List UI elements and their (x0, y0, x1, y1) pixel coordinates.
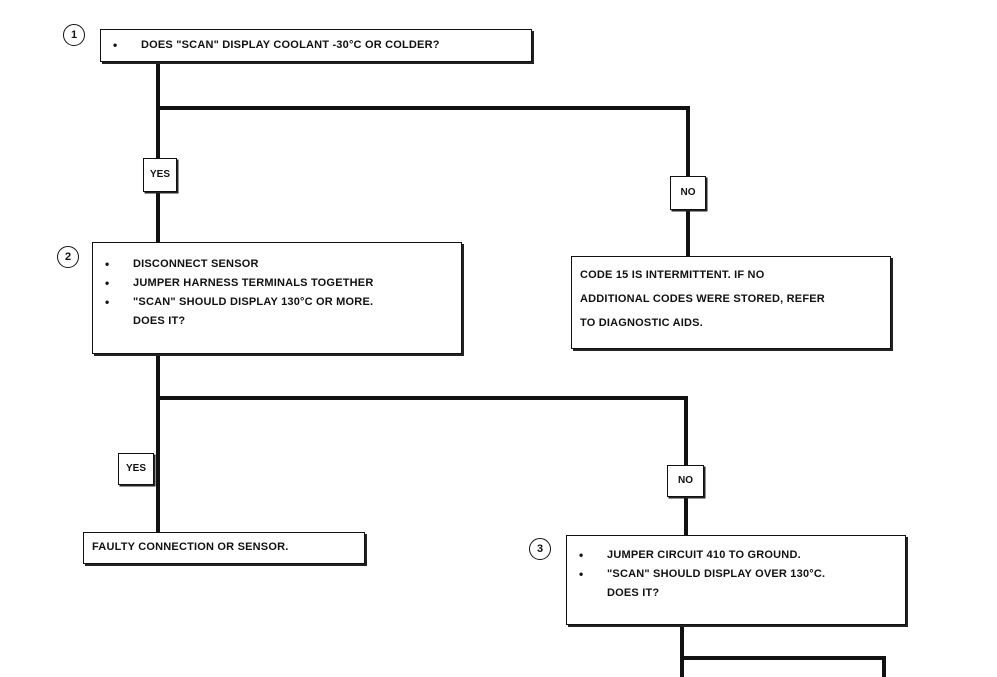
faulty-connection-box: FAULTY CONNECTION OR SENSOR. (83, 532, 365, 564)
step-2-line-3: "SCAN" SHOULD DISPLAY 130°C OR MORE. (93, 293, 461, 312)
step-2-box: DISCONNECT SENSOR JUMPER HARNESS TERMINA… (92, 242, 462, 354)
no-label-1: NO (670, 176, 706, 210)
step-3-line-1: JUMPER CIRCUIT 410 TO GROUND. (567, 546, 905, 565)
step-3-line-2: "SCAN" SHOULD DISPLAY OVER 130°C. (567, 565, 905, 584)
code-15-outcome-box: CODE 15 IS INTERMITTENT. IF NO ADDITIONA… (571, 256, 891, 349)
yes-label-2: YES (118, 453, 154, 485)
step-number-1: 1 (63, 24, 85, 46)
step-2-question: DOES IT? (133, 315, 186, 327)
line-branch3 (680, 656, 886, 677)
step-2-line-1: DISCONNECT SENSOR (93, 255, 461, 274)
step-3-question: DOES IT? (607, 587, 660, 599)
code-15-line-1: CODE 15 IS INTERMITTENT. IF NO (580, 269, 765, 281)
faulty-connection-text: FAULTY CONNECTION OR SENSOR. (92, 541, 289, 553)
yes-label-1: YES (143, 158, 177, 192)
step-2-line-2: JUMPER HARNESS TERMINALS TOGETHER (93, 274, 461, 293)
code-15-line-3: TO DIAGNOSTIC AIDS. (580, 317, 703, 329)
step-number-3: 3 (529, 538, 551, 560)
step-number-2: 2 (57, 246, 79, 268)
code-15-line-2: ADDITIONAL CODES WERE STORED, REFER (580, 293, 825, 305)
step-1-question: DOES "SCAN" DISPLAY COOLANT -30°C OR COL… (101, 36, 531, 55)
no-label-2: NO (667, 465, 704, 497)
step-1-box: DOES "SCAN" DISPLAY COOLANT -30°C OR COL… (100, 29, 532, 62)
step-3-box: JUMPER CIRCUIT 410 TO GROUND. "SCAN" SHO… (566, 535, 906, 625)
